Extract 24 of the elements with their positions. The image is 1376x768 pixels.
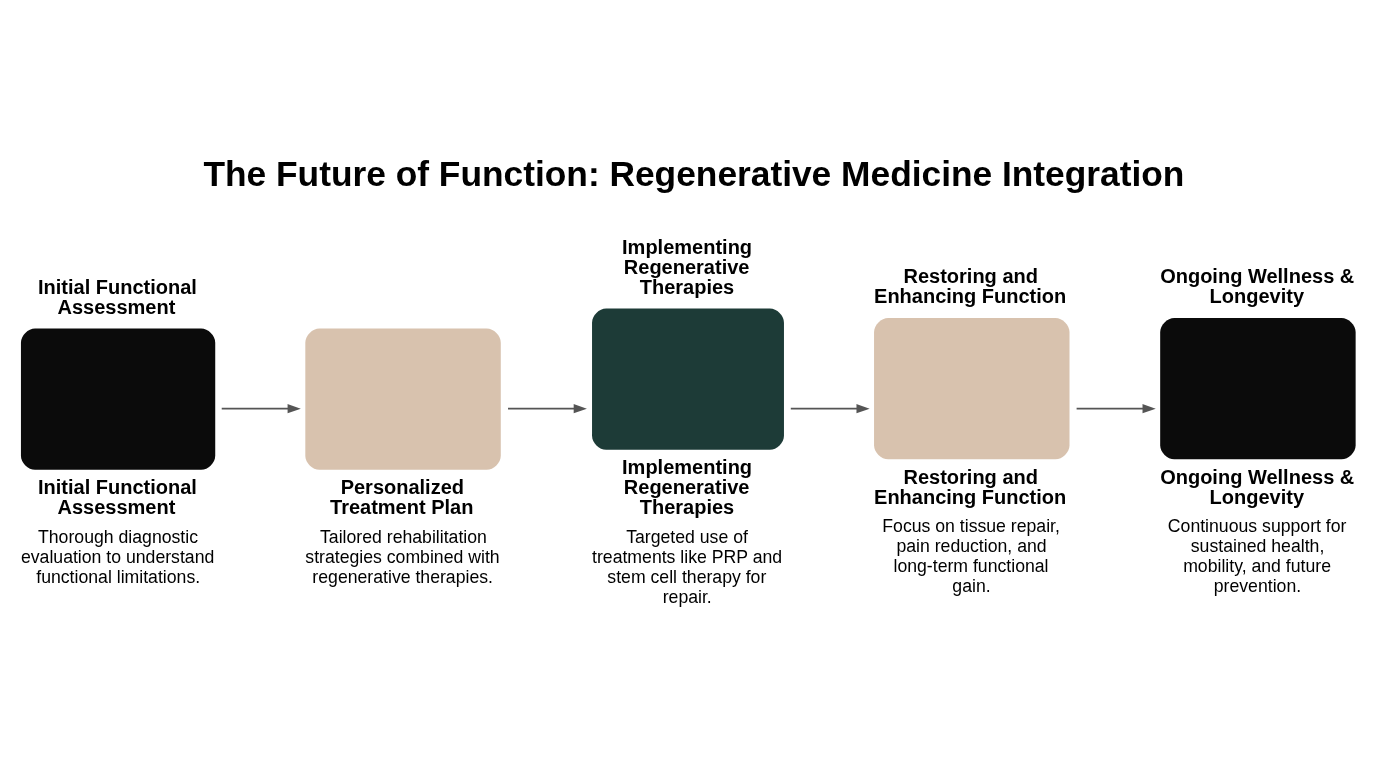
arrow [789, 403, 870, 413]
node-label: Implementing Regenerative Therapies [622, 455, 753, 518]
arrow [220, 403, 301, 413]
diagram-title: The Future of Function: Regenerative Medicine Integration [203, 153, 1185, 192]
node-label: Thorough diagnostic evaluation to understand functional limitations. [20, 526, 215, 587]
node-box [592, 308, 784, 450]
arrow [507, 403, 587, 413]
node-label: Tailored rehabilitation strategies combined with regenerative therapies. [305, 526, 500, 587]
node-box [20, 328, 216, 470]
node-label: Initial Functional Assessment [38, 475, 197, 518]
node-label: Implementing Regenerative Therapies [622, 235, 753, 298]
node-box [874, 317, 1070, 459]
node-label: Targeted use of treatments like PRP and stem cell therapy for repair. [592, 526, 783, 607]
node-label: Ongoing Wellness & Longevity [1160, 465, 1355, 508]
arrow [1075, 403, 1156, 413]
node-label: Focus on tissue repair, pain reduction, and long-term functional gain. [882, 515, 1060, 596]
node-label: Personalized Treatment Plan [330, 475, 474, 518]
node-box-text [1160, 317, 1356, 459]
node-label: Initial Functional Assessment [38, 275, 197, 318]
node-label: Restoring and Enhancing Function [874, 465, 1067, 508]
node-label: Continuous support for sustained health, mobility, and future prevention. [1167, 515, 1347, 596]
node-label: Restoring and Enhancing Function [874, 264, 1067, 307]
node-label: Ongoing Wellness & Longevity [1160, 264, 1355, 307]
node-box [305, 328, 501, 470]
